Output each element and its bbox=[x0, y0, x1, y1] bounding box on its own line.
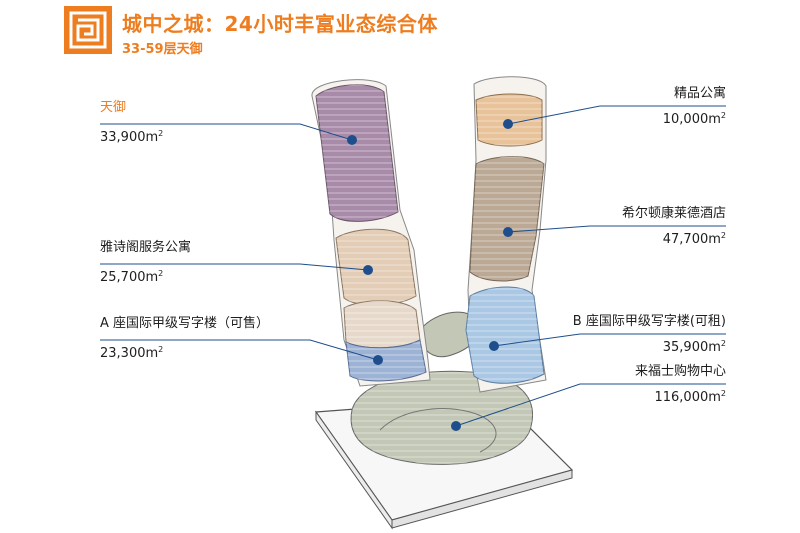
label-tower-b-area: 35,900m2 bbox=[662, 339, 726, 355]
label-tower-a-name: A 座国际甲级写字楼（可售） bbox=[100, 316, 270, 331]
label-hilton-name: 希尔顿康莱德酒店 bbox=[621, 206, 726, 221]
label-jingpin-area: 10,000m2 bbox=[662, 111, 726, 127]
label-tianyu-area: 33,900m2 bbox=[100, 129, 164, 145]
label-jingpin-name: 精品公寓 bbox=[673, 86, 726, 101]
label-tower-a-area: 23,300m2 bbox=[100, 345, 164, 361]
label-tianyu-name: 天御 bbox=[100, 100, 127, 115]
label-hilton-area: 47,700m2 bbox=[662, 231, 726, 247]
podium-mall bbox=[350, 311, 533, 465]
page-subtitle: 33-59层天御 bbox=[122, 42, 203, 57]
left-tower bbox=[311, 79, 431, 387]
leader-lines bbox=[100, 105, 726, 427]
label-raffles-name: 来福士购物中心 bbox=[634, 364, 726, 379]
label-tower-b-name: B 座国际甲级写字楼(可租) bbox=[572, 314, 726, 329]
label-yashige-area: 25,700m2 bbox=[100, 269, 164, 285]
leader-dots bbox=[347, 119, 513, 431]
label-yashige-name: 雅诗阁服务公寓 bbox=[100, 240, 192, 255]
page-title: 城中之城：24小时丰富业态综合体 bbox=[122, 12, 438, 36]
maze-logo-icon bbox=[64, 6, 112, 54]
label-raffles-area: 116,000m2 bbox=[654, 389, 726, 405]
